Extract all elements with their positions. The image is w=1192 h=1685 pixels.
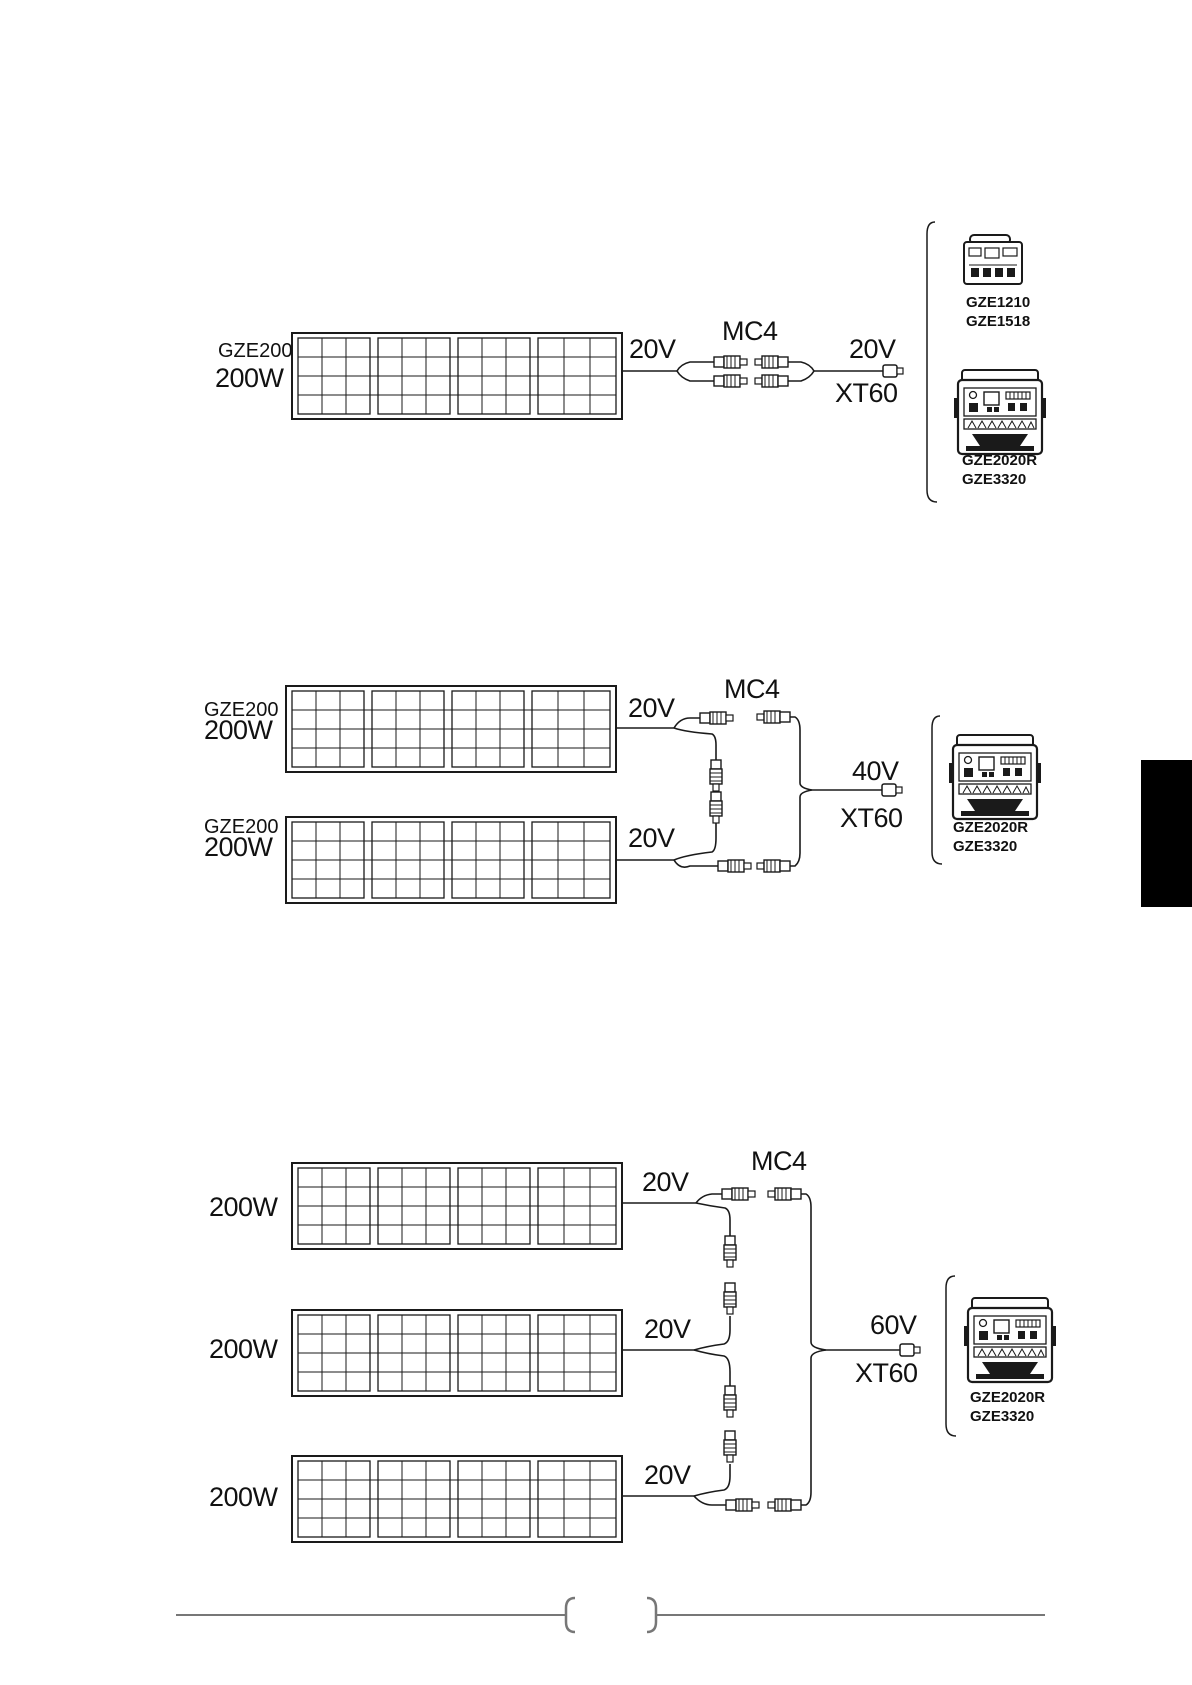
footer-rule [176,1598,1045,1632]
panel-power-label: 200W [204,715,273,746]
station-name-label: GZE2020R GZE3320 [962,451,1037,489]
panel-power-label: 200W [209,1192,278,1223]
station-name-label: GZE1210 GZE1518 [966,293,1030,331]
solar-panel-icon [292,1456,622,1542]
mc4-connector-icon [714,356,747,368]
mc4-connector-icon [755,356,788,368]
mc4-connector-icon [726,1499,759,1511]
panel-voltage-label: 20V [628,693,675,724]
output-plug-label: XT60 [835,378,898,409]
panel-voltage-label: 20V [644,1460,691,1491]
mc4-connector-icon [718,860,751,872]
power-station-icon [964,1298,1056,1382]
mc4-connector-icon [724,1283,736,1314]
solar-panel-icon [292,1163,622,1249]
mc4-connector-icon [700,712,733,724]
connector-label: MC4 [724,674,780,705]
mc4-connector-icon [768,1188,801,1200]
output-voltage-label: 60V [870,1310,917,1341]
panel-power-label: 200W [204,832,273,863]
solar-panel-icon [292,333,622,419]
section-tab [1141,760,1192,907]
panel-voltage-label: 20V [628,823,675,854]
panel-voltage-label: 20V [642,1167,689,1198]
panel-voltage-label: 20V [629,334,676,365]
station-bracket [927,222,937,502]
station-bracket [932,716,942,864]
panel-power-label: 200W [209,1482,278,1513]
panel-power-label: 200W [209,1334,278,1365]
station-name-label: GZE2020R GZE3320 [953,818,1028,856]
station-name-label: GZE2020R GZE3320 [970,1388,1045,1426]
solar-panel-icon [286,817,616,903]
mc4-connector-icon [755,375,788,387]
mc4-connector-icon [724,1431,736,1462]
power-station-icon [954,370,1046,454]
mc4-connector-icon [724,1236,736,1267]
station-bracket [946,1276,956,1436]
mc4-connector-icon [710,792,722,823]
output-plug-label: XT60 [840,803,903,834]
mc4-connector-icon [757,711,790,723]
power-station-icon [949,735,1041,819]
solar-panel-icon [286,686,616,772]
solar-panel-icon [292,1310,622,1396]
mc4-connector-icon [768,1499,801,1511]
power-station-icon [964,235,1022,284]
panel-model-label: GZE200 [218,340,292,363]
mc4-connector-icon [710,760,722,791]
output-voltage-label: 20V [849,334,896,365]
panel-power-label: 200W [215,363,284,394]
mc4-connector-icon [714,375,747,387]
xt60-plug-icon [883,365,903,377]
output-voltage-label: 40V [852,756,899,787]
output-plug-label: XT60 [855,1358,918,1389]
xt60-plug-icon [900,1344,920,1356]
panel-voltage-label: 20V [644,1314,691,1345]
connector-label: MC4 [751,1146,807,1177]
connector-label: MC4 [722,316,778,347]
mc4-connector-icon [722,1188,755,1200]
mc4-connector-icon [724,1386,736,1417]
mc4-connector-icon [757,860,790,872]
